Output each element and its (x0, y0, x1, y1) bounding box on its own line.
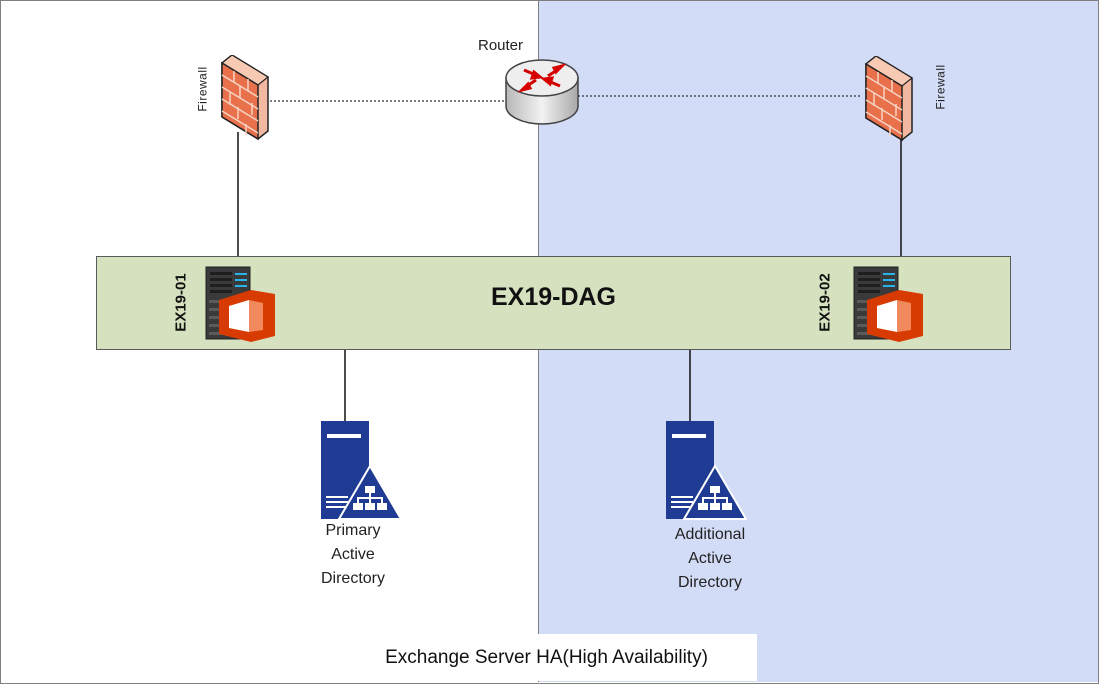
server-right-name: EX19-02 (816, 273, 834, 332)
firewall-right-label: Firewall (933, 64, 948, 110)
firewall-left-label: Firewall (195, 66, 210, 112)
router-label: Router (478, 37, 524, 54)
router-icon (505, 59, 579, 125)
additional-ad-server-icon (666, 421, 747, 520)
primary-ad-label: Primary Active Directory (320, 522, 385, 587)
exchange-server-left-icon (205, 266, 275, 342)
primary-ad-server-icon (321, 421, 402, 520)
exchange-server-right-icon (853, 266, 923, 342)
firewall-right-icon (864, 56, 914, 142)
server-left-name: EX19-01 (172, 273, 190, 332)
additional-ad-label: Additional Active Directory (674, 526, 746, 591)
dag-title: EX19-DAG (490, 283, 617, 311)
diagram-caption: Exchange Server HA(High Availability) (336, 634, 757, 681)
firewall-left-icon (220, 55, 270, 141)
